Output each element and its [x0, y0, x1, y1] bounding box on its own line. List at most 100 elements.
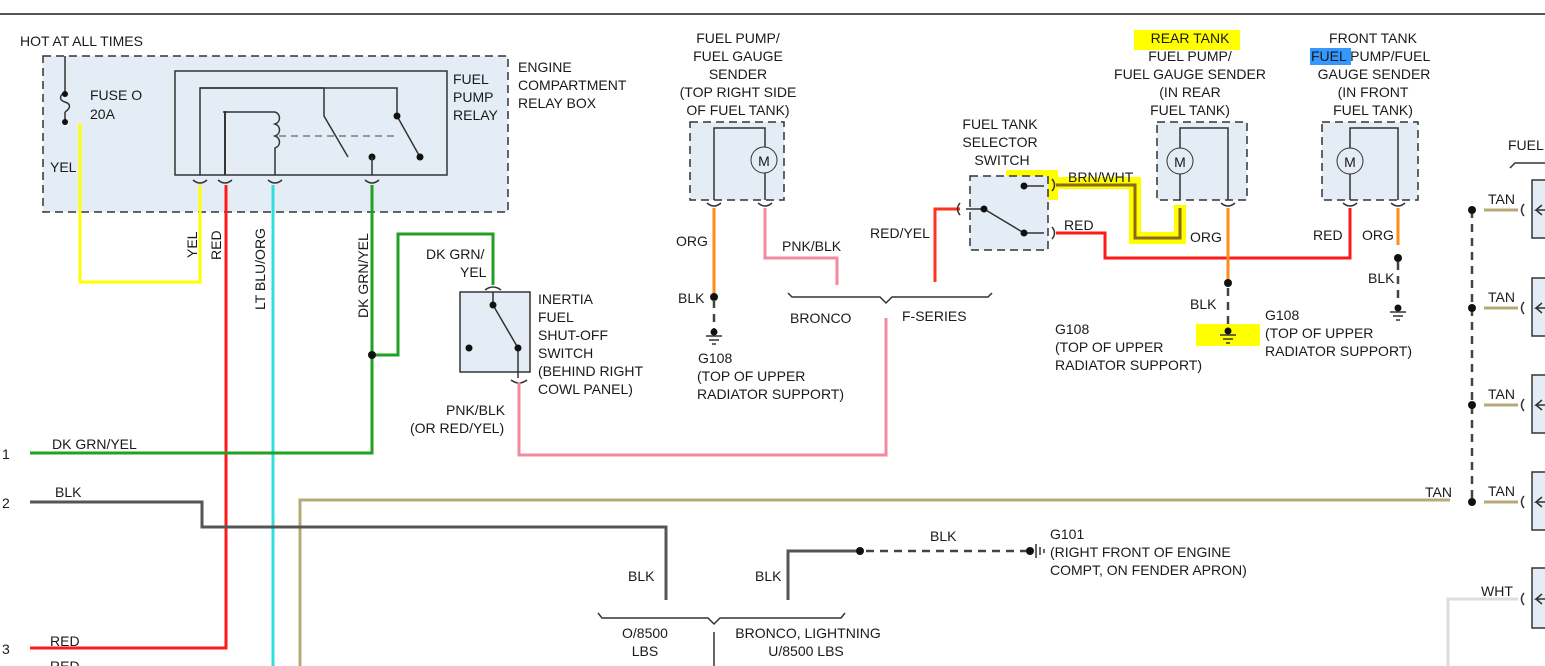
front-tank-fuel-pump-sender: FRONT TANK FUEL PUMP/FUEL GAUGE SENDER (… — [1310, 30, 1431, 321]
fuse-icon — [59, 91, 71, 113]
variant-label: BRONCO — [790, 310, 852, 326]
ground-label: G108 — [1265, 307, 1299, 323]
inertia-fuel-shutoff-switch: DK GRN/ YEL INERTIA FUEL SHUT-OFF SWITCH… — [410, 246, 643, 436]
sender-label: PUMP/FUEL — [1346, 48, 1430, 64]
inertia-label: FUEL — [538, 309, 574, 325]
connector-icon — [1520, 495, 1525, 509]
wire-label: TAN — [1488, 386, 1515, 402]
ground-label: COMPT, ON FENDER APRON) — [1050, 562, 1247, 578]
relay-label: PUMP — [453, 89, 493, 105]
motor-icon — [1336, 147, 1364, 175]
selector-label: FUEL TANK — [962, 116, 1038, 132]
sender-label: (IN REAR — [1159, 84, 1220, 100]
wire-label: RED — [50, 633, 80, 649]
wire-red-yel — [933, 207, 960, 282]
wire-label: BLK — [678, 290, 705, 306]
sender-label: FUEL PUMP/ — [1148, 48, 1232, 64]
wire-label: TAN — [1488, 483, 1515, 499]
ground-label: (RIGHT FRONT OF ENGINE — [1050, 544, 1231, 560]
wire-red — [1056, 208, 1352, 260]
variant-label: BRONCO, LIGHTNING — [735, 625, 880, 641]
splice — [368, 351, 376, 359]
inertia-label: (BEHIND RIGHT — [538, 363, 643, 379]
ground-label: (TOP OF UPPER — [697, 368, 805, 384]
connector-icons — [192, 179, 380, 184]
motor-icon — [1166, 147, 1194, 175]
wire-label: RED/YEL — [870, 225, 930, 241]
variant-brace — [597, 612, 846, 626]
wire-label: TAN — [1488, 191, 1515, 207]
wire-label: BRN/WHT — [1068, 169, 1134, 185]
wire-tan — [298, 498, 1450, 666]
splice — [1468, 206, 1476, 214]
ground-label: (TOP OF UPPER — [1055, 339, 1163, 355]
wire-label: TAN — [1425, 484, 1452, 500]
wire-label: YEL — [184, 231, 200, 258]
sender-label: (TOP RIGHT SIDE — [680, 84, 797, 100]
motor-icon — [750, 146, 778, 174]
selector-label: SELECTOR — [962, 134, 1037, 150]
wire-label: DK GRN/YEL — [52, 436, 137, 452]
variant-label: F-SERIES — [902, 308, 967, 324]
arrow-icon — [1533, 496, 1545, 508]
wire-label: BLK — [755, 568, 782, 584]
variant-brace — [787, 292, 993, 305]
variant-label: U/8500 LBS — [768, 643, 844, 659]
connector-box — [1531, 374, 1545, 434]
motor-label: M — [1174, 154, 1186, 170]
ground-icon — [1220, 334, 1236, 344]
motor-label: M — [758, 153, 770, 169]
fuel-pump-sender-top-right: FUEL PUMP/ FUEL GAUGE SENDER (TOP RIGHT … — [676, 30, 844, 402]
wire-label: BLK — [1368, 270, 1395, 286]
motor-label: M — [1344, 154, 1356, 170]
row-number: 1 — [2, 446, 10, 462]
wire-label: ORG — [1190, 229, 1222, 245]
text-selection-highlight — [1310, 48, 1351, 65]
wire-wht — [1446, 597, 1518, 666]
ground-icon — [1390, 311, 1406, 321]
arrow-icon — [1533, 399, 1545, 411]
wire-label: RED — [1064, 217, 1094, 233]
wire-blk — [30, 500, 668, 600]
fuse-name: FUSE O — [90, 87, 142, 103]
sender-label: GAUGE SENDER — [1318, 66, 1431, 82]
wire-label: ORG — [1362, 227, 1394, 243]
sender-label: SENDER — [709, 66, 767, 82]
arrow-icon — [1533, 302, 1545, 314]
wire-dk-grn-yel-inertia — [372, 232, 495, 357]
fuel-label: FUEL — [1508, 137, 1544, 153]
wire-pnk-blk — [763, 208, 839, 285]
splice — [1468, 498, 1476, 506]
wire-label: YEL — [460, 264, 487, 280]
connector-box — [1531, 471, 1545, 531]
wire-label: TAN — [1488, 289, 1515, 305]
sender-label: FUEL PUMP/ — [696, 30, 780, 46]
wire-yel — [78, 123, 202, 284]
ground-label: G108 — [698, 350, 732, 366]
splice — [1468, 304, 1476, 312]
ground-label: (TOP OF UPPER — [1265, 325, 1373, 341]
wire-label: ORG — [676, 233, 708, 249]
wire-brn-wht — [1056, 183, 1182, 240]
relay-box-label: COMPARTMENT — [518, 77, 627, 93]
sender-label: OF FUEL TANK) — [686, 102, 789, 118]
svg-text:FUEL PUMP/FUEL: FUEL PUMP/FUEL — [1311, 48, 1431, 64]
connector-icon — [1520, 203, 1525, 217]
inertia-label: SWITCH — [538, 345, 593, 361]
connector-icon — [1520, 398, 1525, 412]
relay-box-label: ENGINE — [518, 59, 572, 75]
ground-icon — [706, 335, 722, 345]
highlight — [1134, 30, 1240, 50]
hot-at-all-times-label: HOT AT ALL TIMES — [20, 33, 143, 49]
connector-box — [1531, 179, 1545, 239]
wire-blk — [786, 549, 858, 600]
row-number: 2 — [2, 495, 10, 511]
wire-label: BLK — [1190, 296, 1217, 312]
fuse-rating: 20A — [90, 106, 116, 122]
fuel-tank-selector-switch: FUEL TANK SELECTOR SWITCH RED/YEL BRN/WH… — [870, 116, 1352, 282]
wire-label: BLK — [55, 484, 82, 500]
sender-label: FRONT TANK — [1329, 30, 1418, 46]
wire-label: DK GRN/YEL — [355, 233, 371, 318]
ground-label: RADIATOR SUPPORT) — [1055, 357, 1202, 373]
